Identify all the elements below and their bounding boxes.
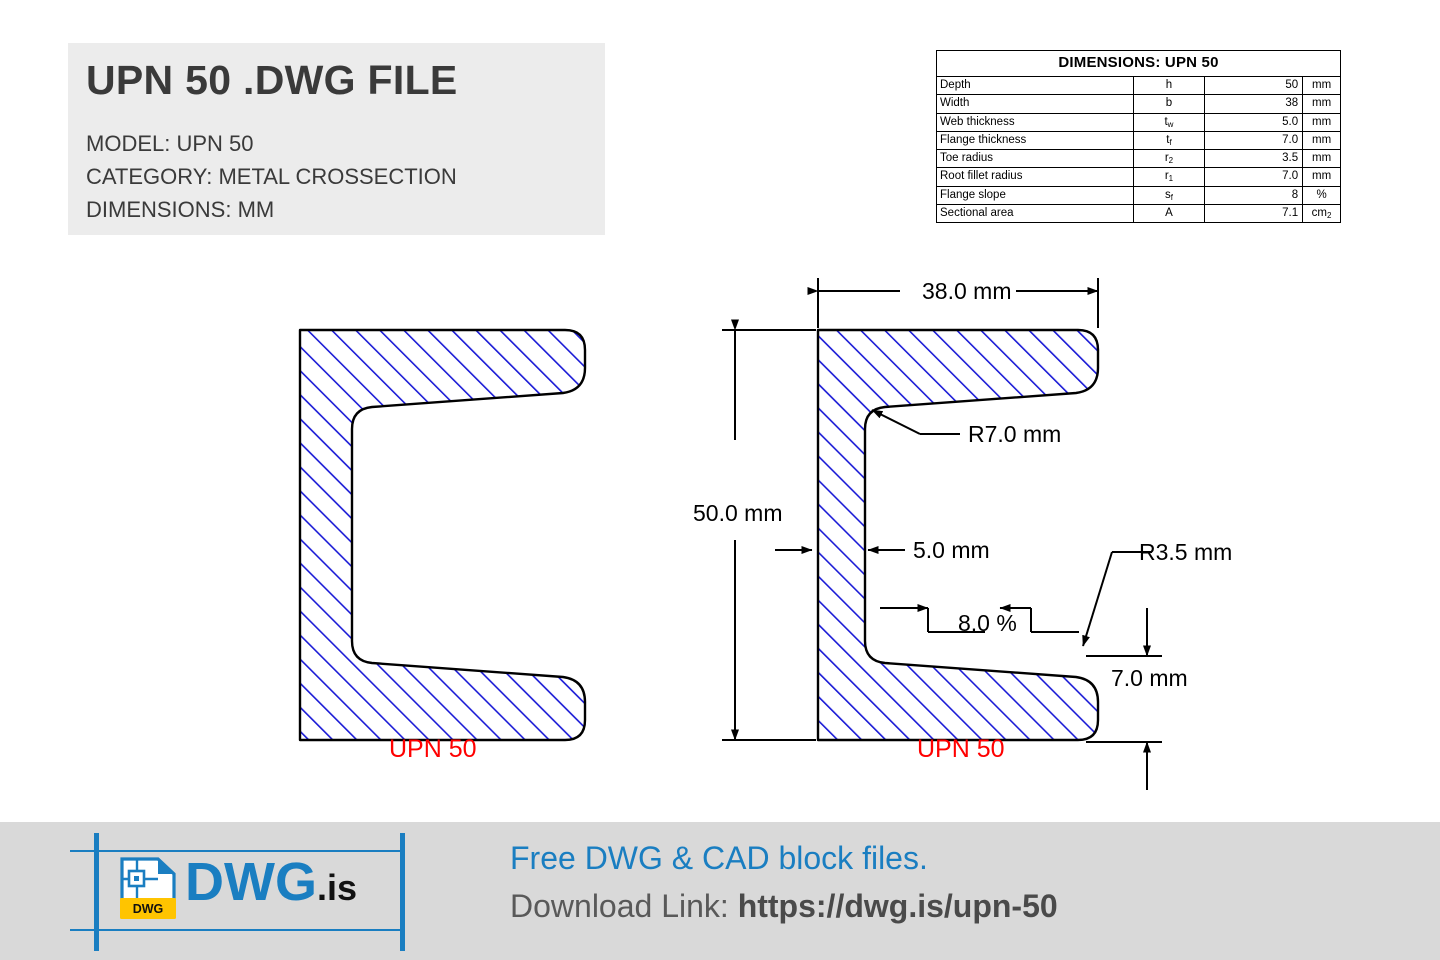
- dim-web-thickness-text: 5.0 mm: [913, 537, 990, 563]
- row-unit: %: [1302, 185, 1341, 205]
- row-value: 3.5: [1204, 149, 1304, 169]
- row-value: 38: [1204, 94, 1304, 114]
- dim-flange-thickness-text: 7.0 mm: [1111, 665, 1188, 691]
- meta-dimensions: DIMENSIONS: MM: [86, 197, 275, 222]
- dwg-badge-text: DWG: [133, 902, 164, 916]
- logo-frame-bottom-line: [70, 929, 400, 931]
- dwg-file-icon: DWG: [120, 857, 176, 919]
- dim-width-text: 38.0 mm: [922, 278, 1011, 304]
- footer-download-line: Download Link: https://dwg.is/upn-50: [510, 888, 1058, 925]
- dim-flange-slope-text: 8.0 %: [958, 610, 1017, 636]
- row-label: Root fillet radius: [936, 167, 1134, 187]
- dwg-wordmark[interactable]: DWG.is: [185, 855, 357, 909]
- dim-root-radius-text: R7.0 mm: [968, 421, 1061, 447]
- row-value: 7.0: [1204, 167, 1304, 187]
- row-value: 50: [1204, 75, 1304, 96]
- row-unit: mm: [1302, 94, 1341, 114]
- dwg-wordmark-tld: .is: [316, 867, 357, 908]
- row-symbol: sf: [1132, 185, 1206, 205]
- row-unit: mm: [1302, 112, 1341, 132]
- row-unit: mm: [1302, 130, 1341, 151]
- title-banner: [68, 43, 605, 235]
- row-symbol: b: [1132, 94, 1206, 114]
- logo-frame-right-line: [400, 833, 405, 951]
- row-label: Sectional area: [936, 203, 1134, 224]
- download-prefix: Download Link:: [510, 888, 738, 924]
- row-label: Flange slope: [936, 185, 1134, 205]
- row-label: Web thickness: [936, 112, 1134, 132]
- table-caption-row: DIMENSIONS: UPN 50: [936, 50, 1341, 77]
- row-symbol: tw: [1132, 112, 1206, 132]
- row-symbol: r1: [1132, 167, 1206, 187]
- logo-frame-top-line: [70, 850, 400, 852]
- row-label: Flange thickness: [936, 130, 1134, 151]
- table-caption: DIMENSIONS: UPN 50: [936, 50, 1341, 77]
- row-unit: cm2: [1302, 203, 1341, 224]
- row-symbol: h: [1132, 75, 1206, 96]
- row-label: Toe radius: [936, 149, 1134, 169]
- download-url[interactable]: https://dwg.is/upn-50: [737, 888, 1058, 924]
- footer-tagline: Free DWG & CAD block files.: [510, 840, 928, 876]
- row-unit: mm: [1302, 167, 1341, 187]
- row-value: 8: [1204, 185, 1304, 205]
- row-unit: mm: [1302, 75, 1341, 96]
- row-symbol: r2: [1132, 149, 1206, 169]
- row-symbol: A: [1132, 203, 1206, 224]
- dim-depth-text: 50.0 mm: [693, 500, 782, 526]
- right-cross-section: [816, 328, 1100, 742]
- left-cross-section: [298, 328, 587, 742]
- dimension-lines: [722, 278, 1162, 790]
- row-label: Depth: [936, 75, 1134, 96]
- row-symbol: tf: [1132, 130, 1206, 151]
- row-value: 7.0: [1204, 130, 1304, 151]
- meta-category: CATEGORY: METAL CROSSECTION: [86, 164, 457, 189]
- meta-model: MODEL: UPN 50: [86, 131, 254, 156]
- dim-toe-radius-text: R3.5 mm: [1139, 539, 1232, 565]
- row-value: 5.0: [1204, 112, 1304, 132]
- logo-frame-left-line: [94, 833, 99, 951]
- dimension-texts: 38.0 mm 50.0 mm R7.0 mm 5.0 mm 8.0 % R3.…: [693, 278, 1232, 691]
- left-section-label: UPN 50: [389, 735, 477, 763]
- row-value: 7.1: [1204, 203, 1304, 224]
- right-section-label: UPN 50: [917, 735, 1005, 763]
- page-title: UPN 50 .DWG FILE: [86, 57, 458, 103]
- technical-drawing-canvas: 38.0 mm 50.0 mm R7.0 mm 5.0 mm 8.0 % R3.…: [298, 278, 1232, 790]
- dwg-wordmark-brand: DWG: [185, 852, 317, 912]
- footer-band: [0, 822, 1440, 960]
- row-label: Width: [936, 94, 1134, 114]
- row-unit: mm: [1302, 149, 1341, 169]
